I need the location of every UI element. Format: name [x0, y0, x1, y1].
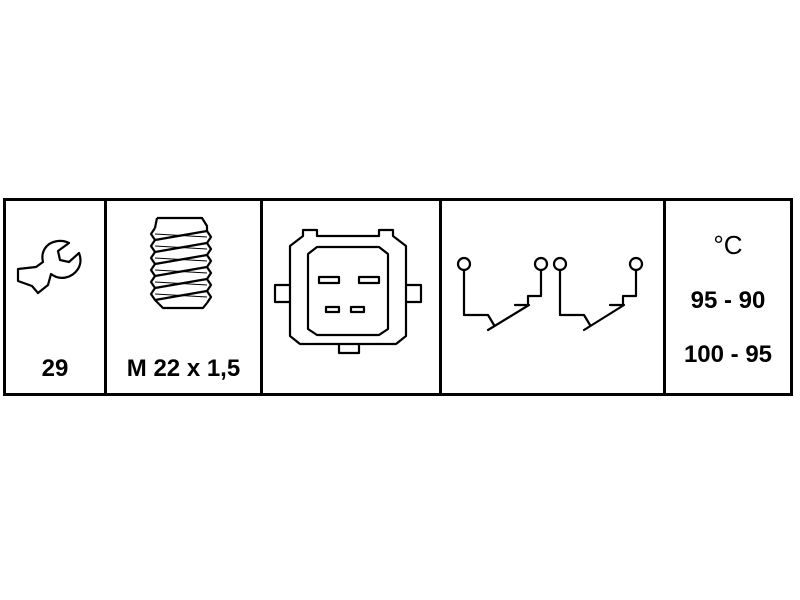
- spec-strip: 29: [3, 198, 793, 396]
- thread-cell: M 22 x 1,5: [107, 201, 263, 393]
- thread-icon: [149, 216, 213, 310]
- connector-cell: [263, 201, 442, 393]
- connector-icon: [273, 228, 423, 355]
- temperature-range-1: 95 - 90: [690, 287, 766, 314]
- temperature-range-2: 100 - 95: [683, 341, 773, 368]
- temperature-cell: °C 95 - 90 100 - 95: [666, 201, 790, 393]
- wrench-size-label: 29: [41, 355, 69, 382]
- switch-circuit-icon: [456, 256, 644, 332]
- circuit-cell: [442, 201, 666, 393]
- wrench-icon: [16, 239, 82, 295]
- temperature-unit: °C: [713, 230, 743, 260]
- thread-spec-label: M 22 x 1,5: [126, 355, 241, 382]
- wrench-size-cell: 29: [6, 201, 107, 393]
